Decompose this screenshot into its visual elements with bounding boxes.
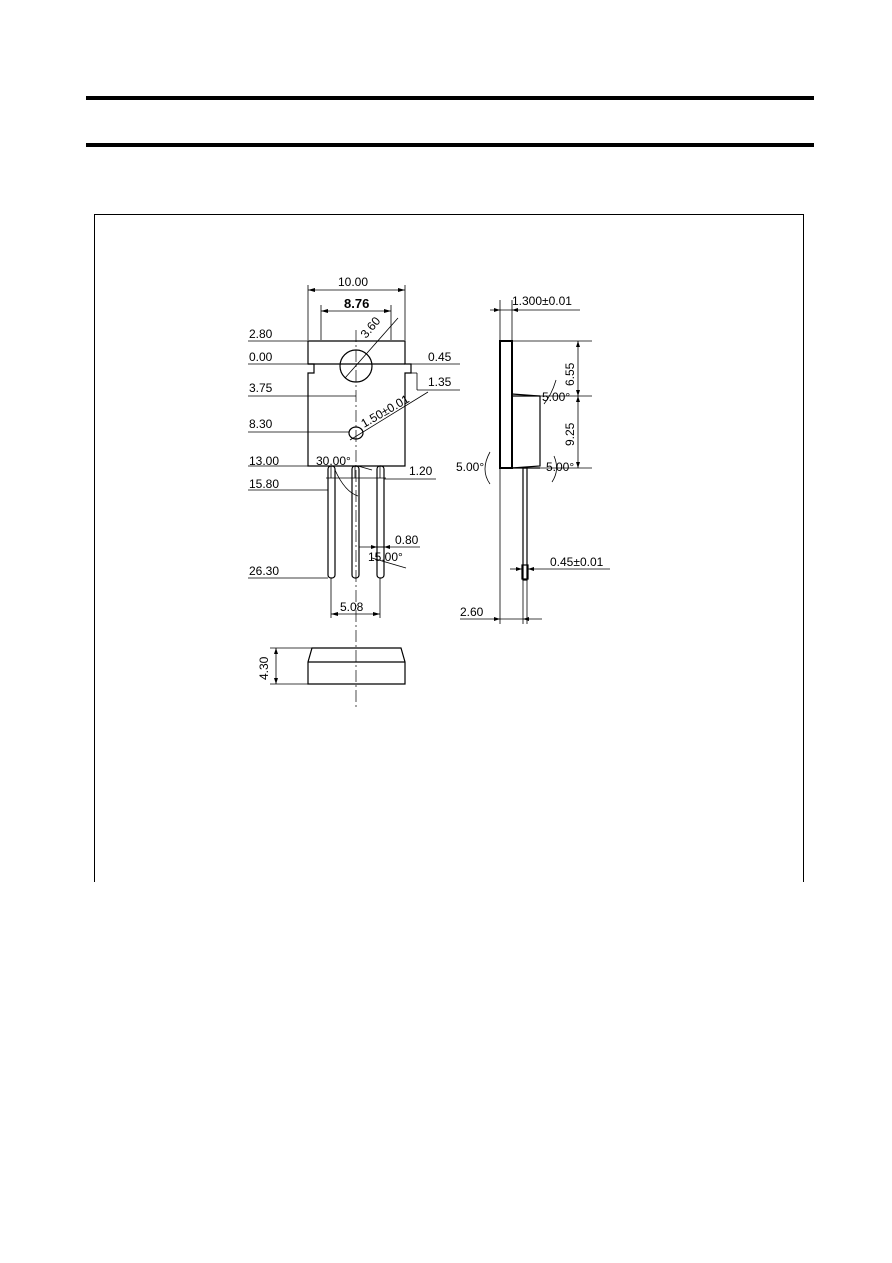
dim-1-35: 1.35 bbox=[428, 375, 452, 389]
dim-26-30: 26.30 bbox=[249, 564, 279, 578]
dim-13-00: 13.00 bbox=[249, 454, 279, 468]
dim-hole-diameter: 3.60 bbox=[358, 314, 384, 341]
dim-marker: 1.50±0.01 bbox=[359, 392, 412, 431]
bottom-view: 4.30 bbox=[257, 647, 406, 685]
dim-angle-top: 5.00° bbox=[542, 390, 570, 404]
dim-1-20: 1.20 bbox=[409, 464, 433, 478]
side-view: 1.300±0.01 6.55 5.00° 9.25 5.00° 5.00° 0… bbox=[456, 294, 610, 624]
dim-angle-left: 5.00° bbox=[456, 460, 484, 474]
dim-lead-thickness: 0.45±0.01 bbox=[550, 555, 604, 569]
side-lead bbox=[522, 467, 528, 581]
dim-angle-30: 30.00° bbox=[316, 454, 351, 468]
dim-2-80: 2.80 bbox=[249, 327, 273, 341]
dim-9-25: 9.25 bbox=[563, 422, 577, 446]
front-view: 10.00 8.76 3.60 2.80 0.00 0.45 3.75 1.35… bbox=[248, 275, 460, 708]
dim-angle-15: 15.00° bbox=[368, 550, 403, 564]
dim-3-75: 3.75 bbox=[249, 381, 273, 395]
dim-15-80: 15.80 bbox=[249, 477, 279, 491]
dim-0-80: 0.80 bbox=[395, 533, 419, 547]
dim-2-60: 2.60 bbox=[460, 605, 484, 619]
dim-angle-right: 5.00° bbox=[546, 460, 574, 474]
dim-8-30: 8.30 bbox=[249, 417, 273, 431]
bottom-outline bbox=[307, 647, 406, 685]
header-rule-top bbox=[86, 96, 814, 100]
drawing-frame bbox=[94, 214, 804, 882]
dim-tab-thickness: 1.300±0.01 bbox=[512, 294, 572, 308]
header-rule-bottom bbox=[86, 143, 814, 147]
dim-0-45: 0.45 bbox=[428, 350, 452, 364]
dim-6-55: 6.55 bbox=[563, 362, 577, 386]
side-tab bbox=[499, 340, 513, 469]
dim-bottom-height: 4.30 bbox=[257, 656, 271, 680]
dim-0-00: 0.00 bbox=[249, 350, 273, 364]
dim-width-tab: 8.76 bbox=[344, 296, 369, 311]
dim-width-overall: 10.00 bbox=[338, 275, 368, 289]
dim-pitch: 5.08 bbox=[340, 600, 364, 614]
side-body bbox=[511, 393, 541, 469]
